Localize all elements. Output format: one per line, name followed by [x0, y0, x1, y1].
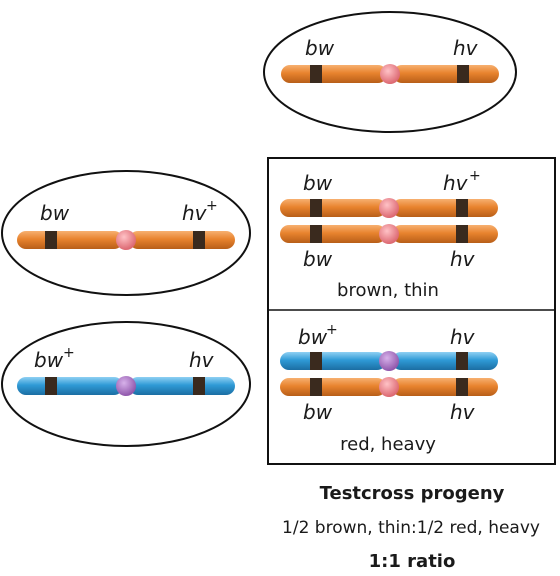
ratio-label: 1:1 ratio: [369, 551, 456, 572]
centromere: [380, 64, 400, 84]
label-bw: bw: [303, 247, 333, 271]
band-bw: [45, 231, 57, 249]
band-hv: [456, 225, 468, 243]
label-bw: bw: [303, 400, 333, 424]
band-hv: [456, 199, 468, 217]
band-bw: [310, 65, 322, 83]
parent-left-cell-1: [1, 170, 251, 296]
chromosome-left1-orange: [17, 230, 235, 250]
label-bw: bw: [305, 36, 335, 60]
testcross-title: Testcross progeny: [320, 483, 505, 504]
centromere: [116, 376, 136, 396]
chromosome-left2-blue: [17, 376, 235, 396]
centromere: [379, 377, 399, 397]
label-bw: bw: [40, 201, 70, 225]
chromosome-progeny1a-orange: [280, 198, 498, 218]
band-hv: [193, 231, 205, 249]
label-hv: hv: [450, 325, 476, 349]
centromere: [379, 198, 399, 218]
centromere: [379, 224, 399, 244]
chromosome-progeny1b-orange: [280, 224, 498, 244]
label-plus: +: [63, 345, 75, 361]
band-hv: [456, 378, 468, 396]
label-bw: bw: [298, 325, 328, 349]
label-plus: +: [469, 168, 481, 184]
progeny-class-1-label: brown, thin: [337, 280, 439, 301]
band-bw: [310, 378, 322, 396]
label-bw: bw: [303, 171, 333, 195]
label-bw: bw: [34, 348, 64, 372]
label-hv: hv: [189, 348, 215, 372]
band-hv: [456, 352, 468, 370]
progeny-class-2-label: red, heavy: [340, 434, 436, 455]
band-hv: [457, 65, 469, 83]
band-bw: [310, 352, 322, 370]
label-plus: +: [326, 322, 338, 338]
label-hv: hv: [450, 400, 476, 424]
centromere: [116, 230, 136, 250]
label-plus: +: [206, 198, 218, 214]
chromosome-progeny2b-orange: [280, 377, 498, 397]
band-bw: [310, 225, 322, 243]
band-bw: [310, 199, 322, 217]
chromosome-top-orange: [281, 64, 499, 84]
band-bw: [45, 377, 57, 395]
label-hv: hv: [443, 171, 469, 195]
parent-top-cell: [263, 11, 517, 133]
ratio-description: 1/2 brown, thin:1/2 red, heavy: [282, 518, 540, 538]
parent-left-cell-2: [1, 321, 251, 447]
centromere: [379, 351, 399, 371]
label-hv: hv: [182, 201, 208, 225]
chromosome-progeny2a-blue: [280, 351, 498, 371]
label-hv: hv: [450, 247, 476, 271]
progeny-box: [267, 157, 556, 465]
label-hv: hv: [453, 36, 479, 60]
band-hv: [193, 377, 205, 395]
